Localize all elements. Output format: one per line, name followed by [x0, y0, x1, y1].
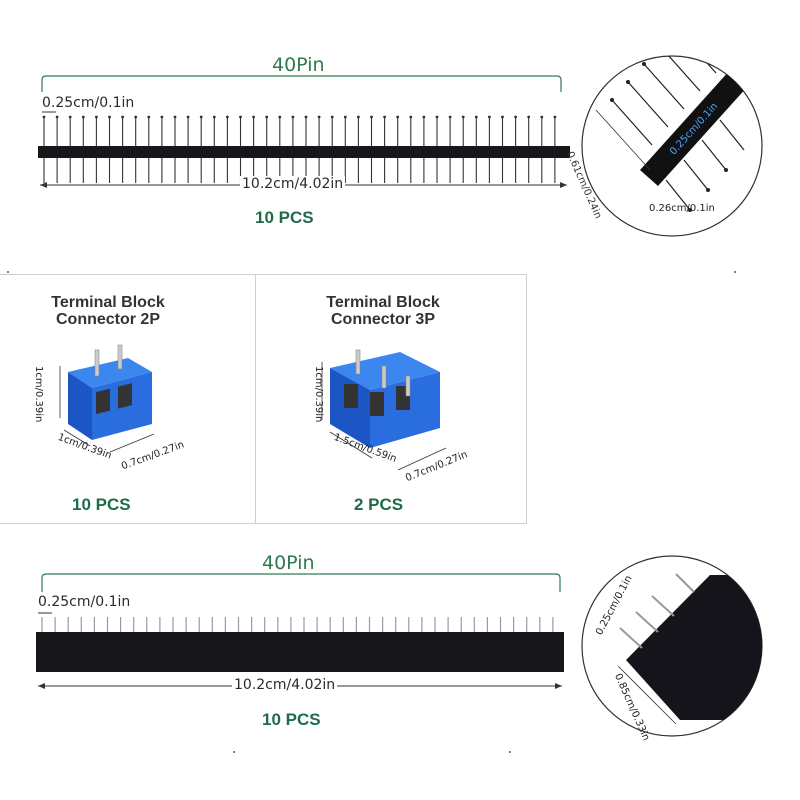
bottom-pitch-label: 0.25cm/0.1in: [38, 594, 131, 610]
bottom-female-header-pins: [41, 617, 554, 632]
top-pin-tip: [370, 115, 373, 119]
top-pin-tip: [330, 115, 334, 119]
top-zoom-strip: [640, 70, 748, 186]
top-pin-tip: [81, 115, 85, 119]
terminal-2p-title-line2: Connector 2P: [55, 311, 160, 328]
top-pin-tip: [461, 115, 465, 119]
top-length-label: 10.2cm/4.02in: [240, 176, 346, 192]
top-pin-tip: [291, 115, 295, 119]
bottom-quantity-label: 10 PCS: [262, 710, 321, 729]
top-pin-tip: [147, 115, 151, 119]
top-pin-tip: [239, 115, 242, 119]
top-pin-tip: [121, 115, 124, 119]
top-pin-tip: [553, 115, 557, 119]
bottom-header-title: 40Pin: [262, 552, 315, 574]
top-pin-tip: [527, 115, 531, 119]
top-pin-tip: [42, 115, 46, 119]
top-pin-tip: [226, 115, 229, 119]
bottom-length-label: 10.2cm/4.02in: [232, 677, 338, 693]
bottom-zoom-pins: [619, 573, 695, 649]
top-pin-tip: [212, 115, 216, 119]
bottom-title-bracket: [41, 573, 561, 592]
terminal-3p-quantity: 2 PCS: [354, 495, 404, 514]
terminal-3p-title-line2: Connector 3P: [330, 311, 435, 328]
top-quantity-label: 10 PCS: [255, 208, 314, 227]
top-pin-tip: [396, 115, 400, 119]
top-pin-tip: [160, 115, 164, 119]
terminal-3p-block: [321, 349, 447, 471]
terminal-3p-title-line1: Terminal Block: [326, 294, 440, 311]
top-pin-tip: [68, 115, 72, 119]
top-pin-tip: [186, 115, 190, 119]
top-pin-tip: [357, 115, 360, 119]
top-pin-tip: [343, 115, 347, 119]
top-pitch-label: 0.25cm/0.1in: [42, 95, 135, 111]
terminal-2p-block: [59, 344, 155, 453]
top-pin-tip: [540, 115, 544, 119]
top-pin-tip: [265, 115, 269, 119]
top-pin-tip: [55, 115, 59, 119]
top-pin-tip: [422, 115, 426, 119]
top-pin-tip: [95, 115, 98, 119]
bottom-zoom-body: [626, 575, 762, 720]
top-pin-tip: [501, 115, 504, 119]
top-pin-tip: [173, 115, 177, 119]
terminal-2p-quantity: 10 PCS: [72, 495, 131, 514]
top-pin-tip: [108, 115, 111, 119]
top-pin-tip: [488, 115, 491, 119]
top-pin-tip: [383, 115, 386, 119]
top-zoom-pins: [611, 56, 745, 211]
top-pin-tip: [278, 115, 282, 119]
top-zoom-width-label: 0.26cm/0.1in: [649, 203, 715, 214]
top-pin-tip: [317, 115, 321, 119]
top-pin-tip: [409, 115, 413, 119]
top-title-bracket: [41, 75, 562, 92]
terminal-3p-title: Terminal Block Connector 3P: [303, 294, 463, 328]
top-pin-tip: [448, 115, 452, 119]
terminal-2p-title: Terminal Block Connector 2P: [28, 294, 188, 328]
terminal-2p-title-line1: Terminal Block: [51, 294, 165, 311]
top-pin-tip: [435, 115, 439, 119]
top-pin-tip: [199, 115, 203, 119]
top-header-title: 40Pin: [272, 54, 325, 76]
top-male-header-strip: [38, 146, 570, 158]
bottom-female-header-body: [36, 632, 564, 672]
top-pin-tip: [252, 115, 256, 119]
top-pin-tip: [514, 115, 517, 119]
top-pin-tip: [474, 115, 478, 119]
top-pin-tip: [304, 115, 308, 119]
top-pin-tip: [134, 115, 138, 119]
